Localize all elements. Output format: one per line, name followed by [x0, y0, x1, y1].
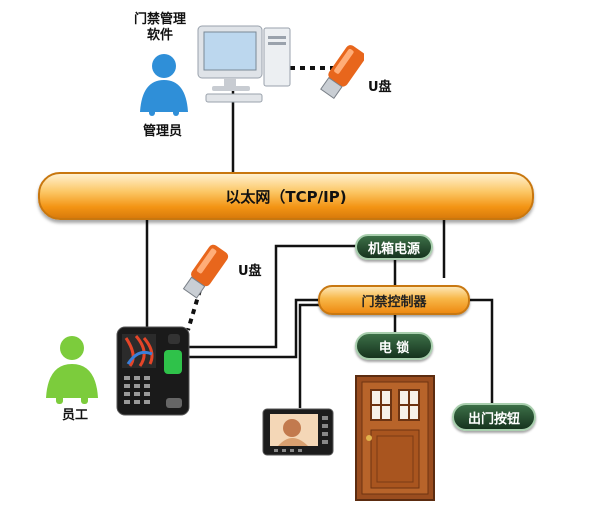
power-box-pill: 机箱电源 [355, 234, 433, 260]
terminal-usb-dotted-line [186, 289, 202, 331]
controller-to-intercom-line [298, 303, 320, 408]
usb-drive-icon [320, 45, 364, 99]
controller-pill: 门禁控制器 [318, 285, 470, 315]
electric-lock-pill: 电 锁 [355, 332, 433, 360]
admin-label: 管理员 [143, 124, 183, 139]
usb-mid-label: U盘 [238, 264, 262, 279]
admin-software-label: 门禁管理 软件 [134, 12, 187, 43]
exit-button-pill: 出门按钮 [452, 403, 536, 431]
staff-label: 员工 [62, 408, 89, 423]
admin-person-icon [140, 54, 188, 116]
usb-drive-icon [182, 244, 229, 299]
terminal-to-controller-line [188, 298, 320, 359]
ethernet-bus: 以太网（TCP/IP) [38, 172, 534, 220]
door-icon [355, 375, 435, 501]
usb-top-label: U盘 [368, 80, 392, 95]
access-terminal-icon [116, 326, 190, 416]
staff-person-icon [46, 336, 98, 404]
controller-to-exit-line [467, 298, 494, 405]
terminal-to-power-line [188, 244, 357, 349]
computer-icon [197, 25, 291, 103]
video-intercom-icon [262, 408, 334, 456]
